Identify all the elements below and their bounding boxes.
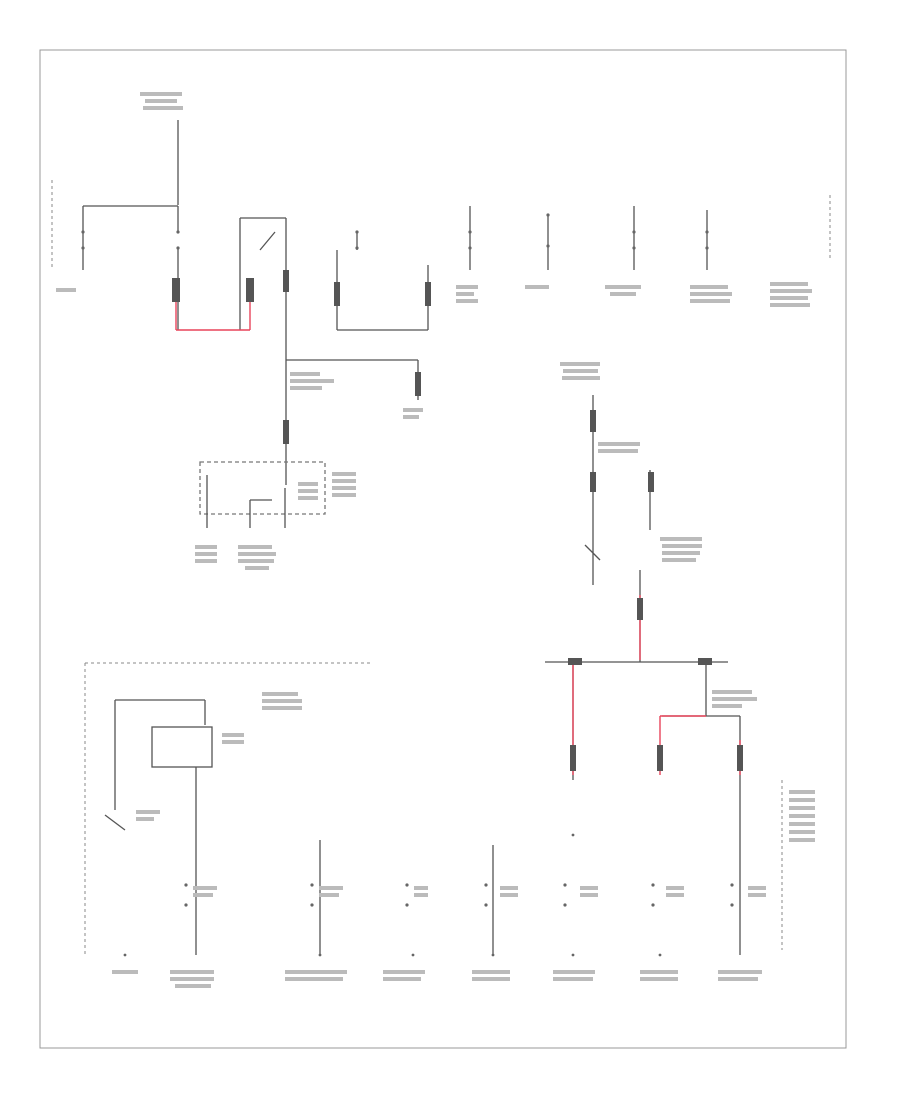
control-module-box — [199, 461, 326, 515]
diagram-frame — [39, 49, 847, 1049]
relay-coil-box — [151, 726, 213, 768]
